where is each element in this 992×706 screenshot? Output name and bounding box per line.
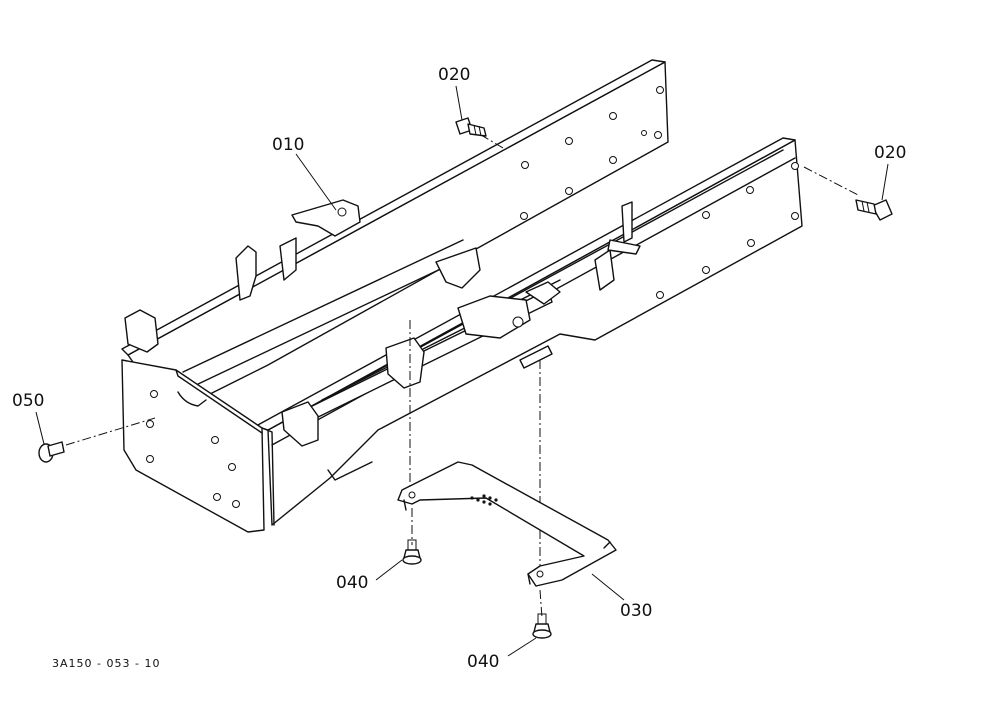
label-020-top: 020	[438, 65, 470, 85]
label-040-left: 040	[336, 573, 368, 593]
leader-lines	[35, 85, 889, 657]
label-010: 010	[272, 135, 304, 155]
bolt-020-right	[855, 199, 893, 221]
drawing-code: 3A150 - 053 - 10	[52, 657, 160, 670]
bolt-040-left	[402, 539, 422, 565]
bolt-020-top	[455, 117, 487, 137]
bolt-040-bottom	[532, 613, 552, 639]
label-020-right: 020	[874, 143, 906, 163]
label-050: 050	[12, 391, 44, 411]
bolt-050	[38, 441, 65, 463]
guard-plate	[397, 461, 617, 587]
main-frame	[121, 59, 803, 533]
label-030: 030	[620, 601, 652, 621]
label-040-bottom: 040	[467, 652, 499, 672]
plate-vent-holes	[470, 494, 498, 506]
